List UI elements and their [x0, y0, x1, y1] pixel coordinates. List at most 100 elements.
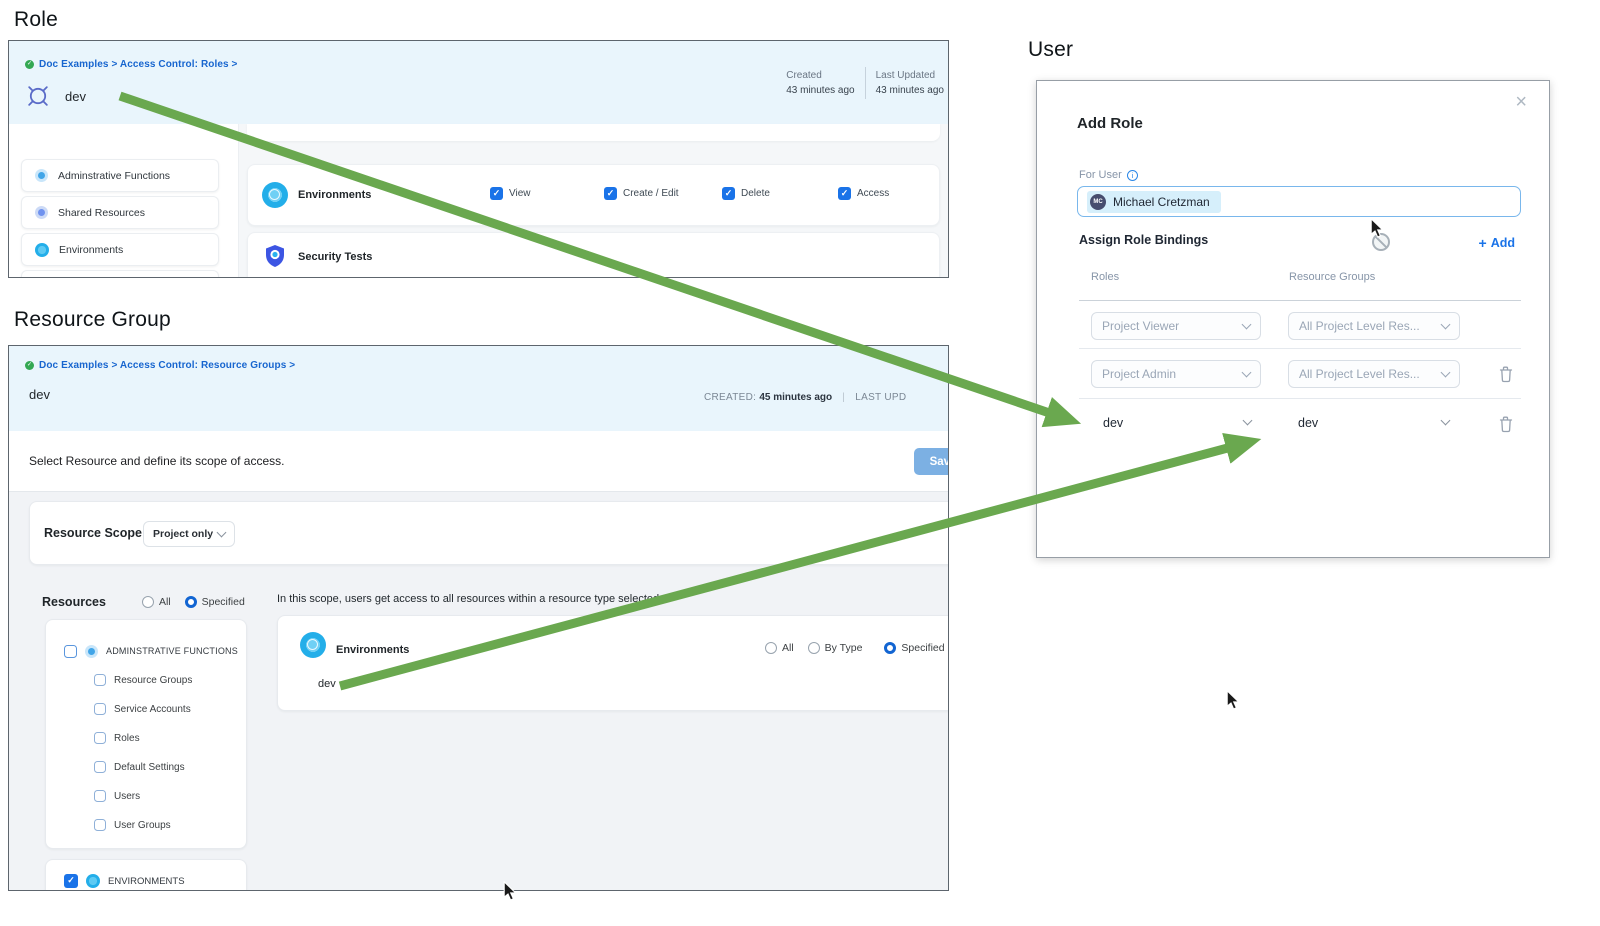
resource-scope-dropdown[interactable]: Project only: [143, 521, 235, 547]
close-icon[interactable]: ×: [1509, 91, 1533, 113]
chevron-down-icon[interactable]: [1242, 415, 1253, 426]
save-button[interactable]: Save: [914, 448, 948, 475]
radio-label: All: [782, 642, 794, 654]
role-select-value[interactable]: dev: [1103, 416, 1124, 430]
unchecked-checkbox-icon[interactable]: [94, 703, 106, 715]
environments-scope-card: Environments All By Type Specified: [277, 615, 948, 711]
breadcrumb[interactable]: Doc Examples > Access Control: Roles >: [25, 59, 238, 70]
radio-icon[interactable]: [141, 596, 154, 608]
radio-label: All: [158, 596, 171, 608]
checkbox-view[interactable]: View: [490, 187, 531, 200]
user-input[interactable]: MC Michael Cretzman: [1077, 186, 1521, 217]
divider: [1079, 300, 1521, 301]
user-chip[interactable]: MC Michael Cretzman: [1087, 190, 1221, 213]
radio-icon[interactable]: [765, 642, 777, 654]
column-header-resource-groups: Resource Groups: [1289, 271, 1376, 283]
security-tests-permissions-card: Security Tests: [247, 232, 940, 277]
permission-row-label: Environments: [298, 189, 372, 201]
info-icon[interactable]: [1126, 169, 1138, 181]
tree-item-label: Resource Groups: [114, 674, 193, 686]
sidebar-item-administrative-functions[interactable]: Adminstrative Functions: [21, 159, 219, 192]
resource-group-title: dev: [29, 387, 50, 402]
environments-icon: [300, 632, 326, 658]
sidebar-item-label: Adminstrative Functions: [58, 169, 171, 182]
breadcrumb-text[interactable]: Doc Examples > Access Control: Roles >: [39, 59, 238, 70]
user-name: Michael Cretzman: [1113, 194, 1210, 209]
resource-group-select[interactable]: All Project Level Res...: [1288, 360, 1460, 388]
role-select[interactable]: Project Viewer: [1091, 312, 1261, 340]
role-title: dev: [65, 88, 86, 104]
resource-scope-label: Resource Scope: [44, 526, 142, 540]
radio-specified[interactable]: Specified: [884, 642, 945, 654]
role-detail-panel: Doc Examples > Access Control: Roles > d…: [8, 40, 949, 278]
role-select[interactable]: Project Admin: [1091, 360, 1261, 388]
binding-row: Project Viewer All Project Level Res...: [1079, 312, 1521, 340]
radio-specified[interactable]: Specified: [184, 596, 245, 608]
sidebar-item-cutoff[interactable]: [21, 270, 219, 277]
tree-item-roles[interactable]: Roles: [94, 729, 246, 747]
unchecked-checkbox-icon[interactable]: [94, 761, 106, 773]
section-heading-role: Role: [14, 8, 58, 31]
tree-item-users[interactable]: Users: [94, 787, 246, 805]
tree-item-default-settings[interactable]: Default Settings: [94, 758, 246, 776]
tree-item-service-accounts[interactable]: Service Accounts: [94, 700, 246, 718]
cutoff-card: [247, 124, 940, 141]
resource-type-tree-card: ADMINSTRATIVE FUNCTIONS Resource Groups …: [45, 619, 247, 849]
breadcrumb[interactable]: Doc Examples > Access Control: Resource …: [25, 360, 295, 371]
tree-item-user-groups[interactable]: User Groups: [94, 816, 246, 834]
section-heading-user: User: [1028, 38, 1074, 61]
sidebar-item-label: Shared Resources: [58, 206, 145, 219]
breadcrumb-text[interactable]: Doc Examples > Access Control: Resource …: [39, 360, 296, 371]
cursor-icon: [1226, 690, 1240, 710]
instruction-text: Select Resource and define its scope of …: [29, 454, 285, 468]
checked-checkbox-icon[interactable]: [838, 187, 851, 200]
role-select-value: Project Admin: [1102, 367, 1177, 381]
resource-group-select[interactable]: All Project Level Res...: [1288, 312, 1460, 340]
checkbox-label: Access: [857, 188, 890, 199]
unchecked-checkbox-icon[interactable]: [94, 819, 106, 831]
updated-label: Last Updated: [875, 70, 936, 81]
binding-row-dev: dev dev: [1079, 410, 1521, 438]
unchecked-checkbox-icon[interactable]: [94, 790, 106, 802]
chevron-down-icon: [1440, 367, 1451, 378]
resource-group-meta: CREATED: 45 minutes ago | LAST UPD: [704, 392, 906, 403]
checkbox-delete[interactable]: Delete: [722, 187, 770, 200]
checked-checkbox-icon[interactable]: [490, 187, 503, 200]
radio-all[interactable]: All: [765, 642, 794, 654]
checked-checkbox-icon[interactable]: [722, 187, 735, 200]
radio-all[interactable]: All: [141, 596, 171, 608]
chevron-down-icon: [1241, 367, 1252, 378]
resource-group-select-value[interactable]: dev: [1298, 416, 1319, 430]
unchecked-checkbox-icon[interactable]: [64, 644, 77, 658]
checked-checkbox-icon[interactable]: [64, 874, 78, 888]
security-tests-shield-icon: [266, 245, 284, 267]
resources-filter-row: Resources All Specified: [42, 595, 245, 609]
radio-by-type[interactable]: By Type: [807, 642, 862, 654]
environments-permissions-card: Environments View Create / Edit Delete: [247, 164, 940, 226]
tree-item-environments[interactable]: ENVIRONMENTS: [45, 859, 247, 890]
role-body: Adminstrative Functions Shared Resources…: [9, 124, 948, 277]
radio-icon[interactable]: [807, 642, 820, 654]
delete-binding-icon[interactable]: [1498, 415, 1514, 436]
checkbox-access[interactable]: Access: [838, 187, 889, 200]
checked-checkbox-icon[interactable]: [604, 187, 617, 200]
add-binding-button[interactable]: + Add: [1473, 234, 1522, 252]
unchecked-checkbox-icon[interactable]: [94, 732, 106, 744]
resource-group-select-value: All Project Level Res...: [1299, 319, 1420, 333]
tree-item-label: Users: [114, 790, 141, 802]
modal-title: Add Role: [1077, 115, 1143, 132]
delete-binding-icon[interactable]: [1498, 365, 1514, 386]
tree-item-administrative-functions[interactable]: ADMINSTRATIVE FUNCTIONS: [64, 642, 246, 660]
chevron-down-icon[interactable]: [1440, 415, 1451, 426]
checkbox-create-edit[interactable]: Create / Edit: [604, 187, 679, 200]
section-heading-resource-group: Resource Group: [14, 308, 171, 331]
sidebar-item-shared-resources[interactable]: Shared Resources: [21, 196, 219, 229]
assign-role-bindings-label: Assign Role Bindings: [1079, 233, 1209, 247]
selected-resource-item: dev: [318, 678, 336, 690]
unchecked-checkbox-icon[interactable]: [94, 674, 106, 686]
tree-item-resource-groups[interactable]: Resource Groups: [94, 671, 246, 689]
add-label: Add: [1490, 236, 1515, 250]
radio-selected-icon[interactable]: [884, 642, 897, 654]
sidebar-item-environments[interactable]: Environments: [21, 233, 219, 266]
radio-selected-icon[interactable]: [184, 596, 197, 608]
